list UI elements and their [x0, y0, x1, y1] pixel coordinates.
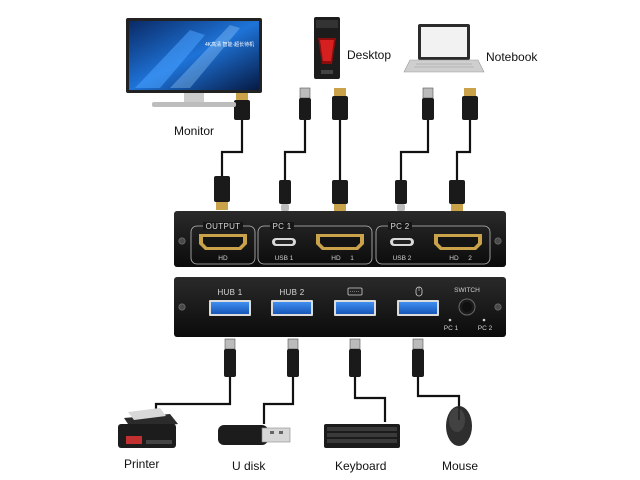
pc2-led — [482, 318, 486, 322]
pc1-title: PC 1 — [273, 222, 292, 231]
monitor-hdmi-cable — [220, 118, 244, 176]
hub2-label: HUB 2 — [279, 288, 304, 297]
usb-port-hub1 — [209, 300, 251, 316]
hdmi-port-pc2 — [434, 234, 482, 250]
usb-plug-notebook-top — [422, 87, 434, 120]
notebook-device — [403, 24, 485, 73]
usbc-port-pc2 — [390, 238, 414, 246]
udisk-cable — [262, 376, 295, 424]
notebook-usb-cable — [399, 118, 430, 180]
panel-screw — [178, 303, 186, 311]
pc1-hd-label: HD — [331, 255, 341, 262]
desktop-label: Desktop — [347, 48, 392, 62]
led-pc1-label: PC 1 — [444, 325, 459, 332]
keyboard-cable — [353, 376, 387, 422]
monitor-screen-text: 4K高清 智能·超长待机 — [205, 41, 254, 48]
pc1-led — [448, 318, 452, 322]
pc1-hd-number: 1 — [350, 255, 354, 262]
usb-port-keyboard — [334, 300, 376, 316]
usb-plug-hub2 — [287, 338, 299, 377]
hub1-label: HUB 1 — [217, 288, 242, 297]
usbc-plug-pc1 — [279, 180, 291, 211]
hdmi-plug-notebook-top — [462, 88, 478, 120]
desktop-usb-cable — [283, 118, 307, 180]
hdmi-port-output — [199, 234, 247, 250]
printer-device — [118, 408, 178, 448]
usb1-label: USB 1 — [275, 255, 294, 262]
usb2-label: USB 2 — [393, 255, 412, 262]
usbc-port-pc1 — [272, 238, 296, 246]
udisk-label: U disk — [232, 459, 266, 473]
panel-screw — [494, 303, 502, 311]
mouse-cable — [416, 376, 461, 408]
usb-plug-hub1 — [224, 338, 236, 377]
mouse-device — [446, 406, 472, 446]
hdmi-plug-pc1 — [332, 180, 348, 211]
kvm-front-panel: OUTPUT HD PC 1 USB 1 HD 1 PC 2 USB 2 — [174, 211, 506, 267]
hdmi-plug-monitor-top — [234, 92, 250, 120]
led-pc2-label: PC 2 — [478, 325, 493, 332]
notebook-label: Notebook — [486, 50, 538, 64]
usbc-plug-pc2 — [395, 180, 407, 211]
notebook-hdmi-cable — [455, 118, 472, 180]
panel-screw — [494, 237, 502, 245]
hdmi-plug-pc2 — [449, 180, 465, 211]
usb-port-mouse — [397, 300, 439, 316]
usb-port-hub2 — [271, 300, 313, 316]
printer-cable — [154, 376, 232, 416]
top-cables — [220, 118, 472, 180]
panel-screw — [178, 237, 186, 245]
desktop-device — [314, 17, 340, 79]
mouse-port-icon — [415, 286, 423, 297]
mouse-label: Mouse — [442, 459, 479, 473]
pc2-title: PC 2 — [391, 222, 410, 231]
printer-label: Printer — [124, 457, 160, 471]
usb-plug-keyboard — [349, 338, 361, 377]
keyboard-device — [324, 424, 400, 448]
pc2-hd-label: HD — [449, 255, 459, 262]
hdmi-port-pc1 — [316, 234, 364, 250]
output-hd-label: HD — [218, 255, 228, 262]
usb-plug-desktop-top — [299, 87, 311, 120]
usb-plug-mouse — [412, 338, 424, 377]
hdmi-plug-output — [214, 176, 230, 210]
kvm-back-panel: HUB 1 HUB 2 SWITCH — [174, 277, 506, 337]
hdmi-plug-desktop-top — [332, 88, 348, 120]
output-title: OUTPUT — [206, 222, 241, 231]
keyboard-port-icon — [347, 287, 363, 296]
switch-label: SWITCH — [454, 287, 480, 294]
monitor-device: 4K高清 智能·超长待机 — [126, 18, 262, 107]
monitor-label: Monitor — [174, 124, 215, 138]
udisk-device — [218, 425, 291, 445]
keyboard-label: Keyboard — [335, 459, 387, 473]
pc2-hd-number: 2 — [468, 255, 472, 262]
bottom-cables — [154, 376, 461, 424]
